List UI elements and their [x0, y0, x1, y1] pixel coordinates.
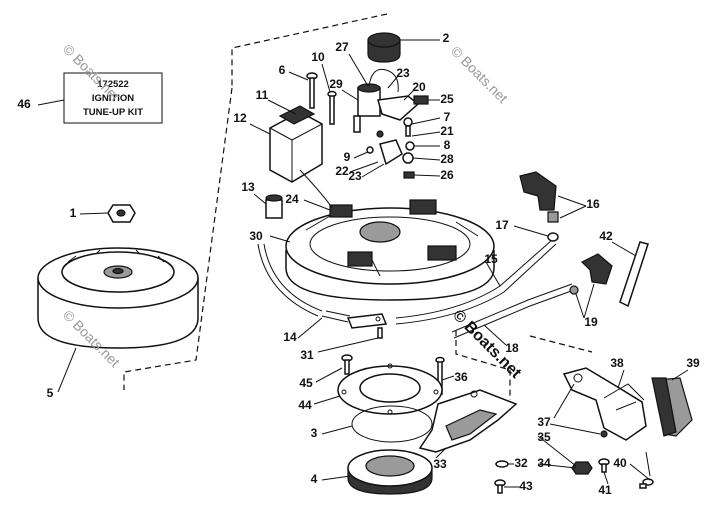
bracket-screw-small	[598, 458, 610, 473]
watermark-top-right: © Boats.net	[448, 43, 511, 106]
callout-46: 46	[17, 97, 31, 111]
callout-5: 5	[47, 386, 54, 400]
callout-29: 29	[329, 77, 343, 91]
throttle-grip-cover	[651, 377, 693, 437]
throttle-lever	[418, 389, 518, 453]
callout-18: 18	[505, 341, 519, 355]
assembly-boundary-lower	[455, 330, 593, 400]
magnet-ring	[367, 32, 401, 63]
callout-44: 44	[298, 398, 312, 412]
breaker-points	[353, 95, 429, 179]
callout-36: 36	[454, 370, 468, 384]
retainer-screw	[341, 354, 353, 375]
gasket	[337, 363, 443, 415]
callout-14: 14	[283, 330, 297, 344]
spark-plug-terminal	[265, 194, 283, 219]
callout-39: 39	[686, 356, 700, 370]
callout-30: 30	[249, 229, 263, 243]
bearing-seal	[347, 449, 433, 495]
callout-32: 32	[514, 456, 528, 470]
callout-34: 34	[537, 456, 551, 470]
callout-24: 24	[285, 192, 299, 206]
callout-10: 10	[311, 50, 325, 64]
callout-33: 33	[433, 457, 447, 471]
condenser	[357, 68, 399, 117]
callout-1: 1	[70, 206, 77, 220]
callout-12: 12	[233, 111, 247, 125]
flywheel-nut	[107, 204, 136, 223]
callout-13: 13	[241, 180, 255, 194]
callout-16: 16	[586, 197, 600, 211]
condenser-screw	[327, 90, 337, 125]
stator-plate	[285, 199, 495, 301]
lever-screw	[494, 479, 506, 494]
assembly-boundary	[123, 13, 388, 390]
callout-17: 17	[495, 218, 509, 232]
callout-21: 21	[440, 124, 454, 138]
coil-screw	[306, 72, 318, 109]
elbow-fitting-upper	[519, 171, 559, 223]
retainer-ring	[351, 405, 433, 443]
callout-31: 31	[300, 348, 314, 362]
leader-lines	[37, 39, 689, 488]
callout-42: 42	[599, 229, 613, 243]
callout-7: 7	[444, 110, 451, 124]
kit-number: 172522	[97, 79, 129, 90]
primer-hoses	[257, 232, 649, 339]
callout-43: 43	[519, 479, 533, 493]
callout-15: 15	[484, 252, 498, 266]
callout-3: 3	[311, 426, 318, 440]
callout-27: 27	[335, 40, 349, 54]
callout-8: 8	[444, 138, 451, 152]
callout-35: 35	[537, 430, 551, 444]
callout-19: 19	[584, 315, 598, 329]
kit-subtitle: TUNE-UP KIT	[83, 107, 143, 118]
callout-9: 9	[344, 150, 351, 164]
callout-37: 37	[537, 415, 551, 429]
callout-23: 23	[396, 66, 410, 80]
callout-11: 11	[256, 88, 269, 102]
callout-41: 41	[598, 483, 612, 497]
callout-23b: 23	[348, 169, 362, 183]
callout-25: 25	[440, 92, 454, 106]
ignition-tune-up-kit-box: 172522 IGNITION TUNE-UP KIT	[63, 72, 163, 124]
hose-clip	[346, 313, 388, 339]
callout-20: 20	[412, 80, 426, 94]
kit-title: IGNITION	[92, 93, 134, 104]
elbow-fitting-lower	[569, 253, 613, 295]
callout-22: 22	[335, 164, 349, 178]
callout-6: 6	[279, 63, 286, 77]
callout-labels: 1234567891011121314151617181920212223232…	[17, 31, 700, 497]
callout-2: 2	[443, 31, 450, 45]
flywheel	[37, 247, 199, 349]
callout-28: 28	[440, 152, 454, 166]
callout-45: 45	[299, 376, 313, 390]
bracket-screw	[639, 478, 654, 489]
callout-38: 38	[610, 356, 624, 370]
ignition-coil	[269, 105, 333, 209]
lever-washer	[495, 460, 509, 468]
callout-4: 4	[311, 472, 318, 486]
throttle-link-bracket	[562, 367, 647, 441]
callout-40: 40	[613, 456, 627, 470]
callout-26: 26	[440, 168, 454, 182]
